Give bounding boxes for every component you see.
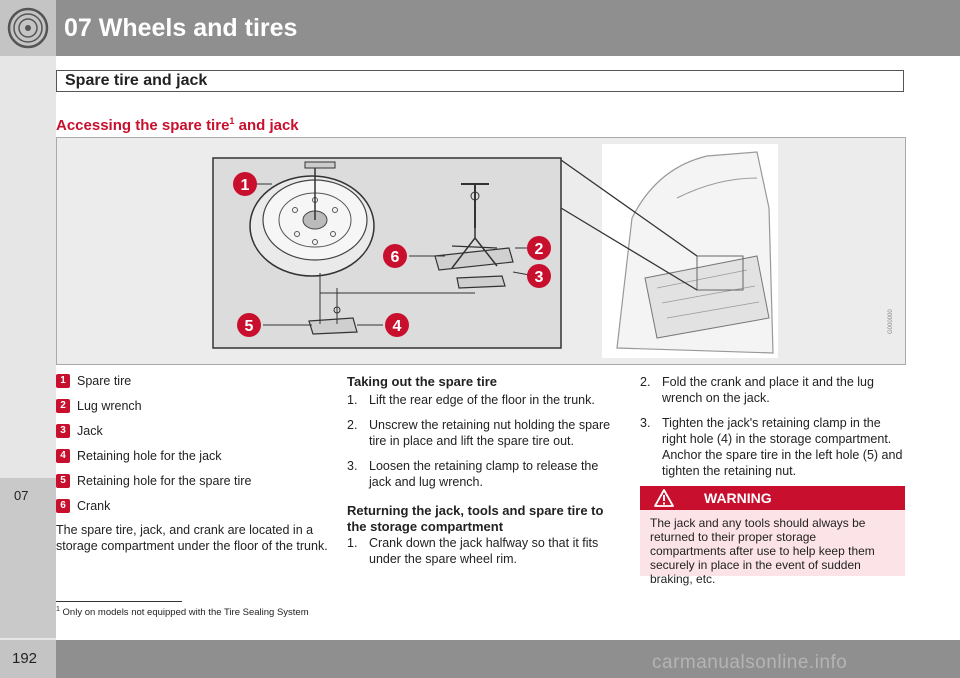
- step-text: Crank down the jack halfway so that it f…: [369, 536, 599, 566]
- wheel-icon: [7, 7, 49, 49]
- returning-heading: Returning the jack, tools and spare tire…: [347, 503, 604, 534]
- callout-6: 6: [383, 244, 407, 268]
- footnote-mark: 1: [229, 116, 235, 126]
- footnote-number: 1: [56, 606, 60, 613]
- callout-3-label: 3: [535, 269, 544, 286]
- illustration: 1 6 2 3 5 4 G000000: [56, 137, 906, 365]
- intro-paragraph: The spare tire, jack, and crank are loca…: [56, 523, 328, 553]
- step-text: Loosen the retaining clamp to release th…: [369, 459, 599, 489]
- warning-triangle-icon: [654, 489, 674, 507]
- footnote: 1 Only on models not equipped with the T…: [56, 606, 309, 618]
- section-title: Spare tire and jack: [65, 72, 208, 89]
- step-item: 3. Loosen the retaining clamp to release …: [347, 458, 617, 490]
- step-item: 1. Lift the rear edge of the floor in the…: [347, 392, 617, 408]
- spare-tire-jack-illustration: 1 6 2 3 5 4 G000000: [212, 144, 894, 358]
- right-column: 2. Fold the crank and place it and the lu…: [640, 374, 906, 488]
- chapter-title: 07 Wheels and tires: [64, 14, 298, 42]
- callout-1-label: 1: [241, 177, 250, 194]
- step-item: 2. Fold the crank and place it and the lu…: [640, 374, 906, 406]
- list-item: 6 Crank: [56, 497, 328, 522]
- middle-column: Taking out the spare tire 1. Lift the rea…: [347, 374, 617, 576]
- step-text: Tighten the jack's retaining clamp in th…: [662, 416, 903, 478]
- legend-number: 3: [56, 424, 70, 438]
- callout-2-label: 2: [535, 241, 544, 258]
- step-item: 2. Unscrew the retaining nut holding the …: [347, 417, 617, 449]
- list-item: 3 Jack: [56, 422, 328, 447]
- list-item: 4 Retaining hole for the jack: [56, 447, 328, 472]
- callout-5-label: 5: [245, 318, 254, 335]
- taking-out-heading: Taking out the spare tire: [347, 374, 498, 389]
- legend-number: 1: [56, 374, 70, 388]
- legend-number: 4: [56, 449, 70, 463]
- chapter-number: 07: [14, 488, 29, 503]
- step-number: 1.: [347, 536, 358, 550]
- legend-text: Jack: [77, 424, 103, 438]
- header-logo-area: [0, 0, 56, 56]
- footnote-divider: [56, 601, 182, 602]
- legend-text: Spare tire: [77, 374, 132, 388]
- list-item: 1 Spare tire: [56, 372, 328, 397]
- step-item: 1. Crank down the jack halfway so that it…: [347, 535, 617, 567]
- callout-4-label: 4: [393, 318, 402, 335]
- storage-anchor-drawing: [308, 288, 475, 335]
- step-number: 3.: [640, 416, 651, 430]
- step-number: 2.: [640, 375, 651, 389]
- legend-text: Lug wrench: [77, 399, 142, 413]
- callout-1: 1: [233, 172, 257, 196]
- legend-number: 5: [56, 474, 70, 488]
- callout-4: 4: [385, 313, 409, 337]
- spare-tire-drawing: [249, 161, 375, 308]
- list-item: 5 Retaining hole for the spare tire: [56, 472, 328, 497]
- step-text: Unscrew the retaining nut holding the sp…: [369, 418, 611, 448]
- page-number: 192: [12, 650, 38, 667]
- watermark: carmanualsonline.info: [652, 652, 848, 673]
- legend-number: 2: [56, 399, 70, 413]
- subheading-text: Accessing the spare tire: [56, 117, 230, 134]
- step-number: 3.: [347, 459, 358, 473]
- legend-text: Retaining hole for the spare tire: [77, 474, 252, 488]
- step-number: 1.: [347, 393, 358, 407]
- callout-2: 2: [527, 236, 551, 260]
- step-text: Lift the rear edge of the floor in the t…: [369, 393, 595, 407]
- subheading-suffix: and jack: [234, 117, 299, 134]
- legend-text: Crank: [77, 499, 111, 513]
- warning-body: The jack and any tools should always be …: [640, 510, 905, 586]
- lug-wrench-drawing: [461, 183, 489, 228]
- warning-box: WARNING The jack and any tools should al…: [640, 486, 905, 586]
- list-item: 2 Lug wrench: [56, 397, 328, 422]
- chapter-tab: [0, 478, 56, 638]
- step-item: 3. Tighten the jack's retaining clamp in …: [640, 415, 906, 479]
- footer-page-area: [0, 640, 56, 678]
- warning-header: WARNING: [640, 486, 905, 510]
- legend-number: 6: [56, 499, 70, 513]
- callout-3: 3: [527, 264, 551, 288]
- step-text: Fold the crank and place it and the lug …: [662, 375, 874, 405]
- header-bar: [56, 0, 960, 56]
- footnote-text: Only on models not equipped with the Tir…: [62, 607, 309, 619]
- section-header: Spare tire and jack: [56, 70, 904, 92]
- legend-text: Retaining hole for the jack: [77, 449, 222, 463]
- warning-title: WARNING: [704, 490, 772, 506]
- footer-bar: [56, 640, 960, 678]
- subheading: Accessing the spare tire1 and jack: [56, 116, 299, 134]
- step-number: 2.: [347, 418, 358, 432]
- callout-6-label: 6: [391, 249, 400, 266]
- image-code: G000000: [888, 309, 894, 334]
- callout-5: 5: [237, 313, 261, 337]
- jack-drawing: [434, 228, 514, 289]
